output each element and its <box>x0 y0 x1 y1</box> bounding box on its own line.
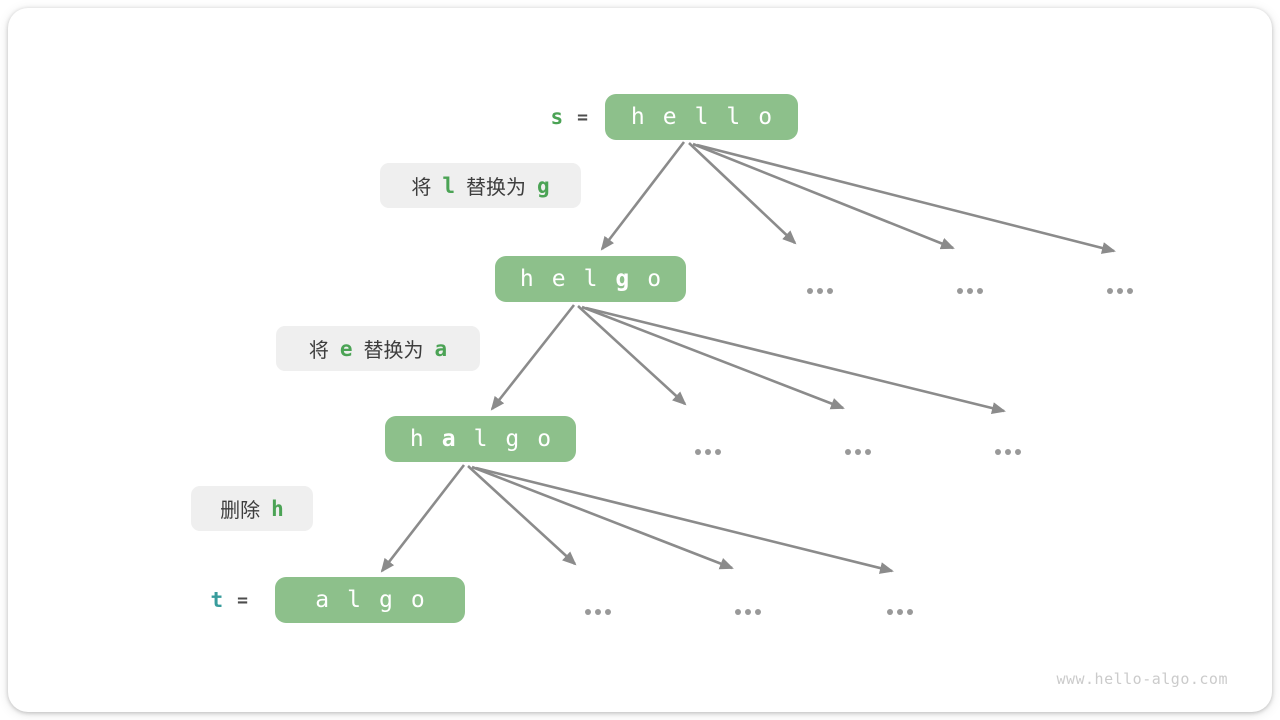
ellipsis-icon <box>695 449 721 455</box>
ellipsis-dot <box>827 288 833 294</box>
op-char: a <box>434 336 448 361</box>
letter: o <box>410 586 425 613</box>
edge-arrow <box>475 466 894 574</box>
edge-arrow <box>688 142 797 245</box>
letter: g <box>379 586 393 613</box>
operation-label-replace-e-a: 将 e 替换为 a <box>276 326 480 371</box>
ellipsis-dot <box>817 288 823 294</box>
operation-label-delete-h: 删除 h <box>191 486 313 531</box>
op-text: 删除 <box>220 500 261 522</box>
letter: h <box>519 265 534 292</box>
op-text: 将 <box>411 177 432 199</box>
node-algo: a l g o <box>275 577 465 623</box>
letter-changed: g <box>615 265 630 292</box>
edge-arrow <box>467 465 577 566</box>
letter: l <box>726 103 741 130</box>
edge-arrow <box>471 465 734 570</box>
op-text: 替换为 <box>363 340 424 362</box>
ellipsis-dot <box>1127 288 1133 294</box>
ellipsis-dot <box>1015 449 1021 455</box>
op-char: l <box>442 173 455 198</box>
equals-sign: = <box>237 589 248 611</box>
op-text: 替换为 <box>466 177 526 199</box>
letter: l <box>583 265 598 292</box>
ellipsis-dot <box>957 288 963 294</box>
ellipsis-dot <box>705 449 711 455</box>
ellipsis-dot <box>745 609 751 615</box>
node-halgo: h a l g o <box>385 416 576 462</box>
ellipsis-dot <box>755 609 761 615</box>
letter: e <box>551 265 566 292</box>
edge-arrow <box>380 464 466 573</box>
ellipsis-dot <box>735 609 741 615</box>
ellipsis-icon <box>1107 288 1133 294</box>
edge-arrow <box>585 306 1006 414</box>
ellipsis-dot <box>977 288 983 294</box>
letter: g <box>505 425 520 452</box>
letter: l <box>694 103 709 130</box>
letter: h <box>409 425 424 452</box>
ellipsis-icon <box>585 609 611 615</box>
edge-arrow <box>600 141 686 251</box>
ellipsis-dot <box>845 449 851 455</box>
ellipsis-icon <box>957 288 983 294</box>
edge-arrow <box>696 143 1116 254</box>
ellipsis-dot <box>605 609 611 615</box>
letter: o <box>647 265 662 292</box>
var-t-name: t <box>210 588 224 612</box>
var-t-prefix: t = <box>148 577 249 623</box>
ellipsis-dot <box>585 609 591 615</box>
op-char: g <box>537 173 550 198</box>
edge-arrow <box>692 142 955 250</box>
ellipsis-dot <box>595 609 601 615</box>
ellipsis-icon <box>807 288 833 294</box>
ellipsis-dot <box>1107 288 1113 294</box>
edge-arrow <box>581 305 845 410</box>
letter: l <box>347 586 361 613</box>
ellipsis-dot <box>715 449 721 455</box>
operation-label-replace-l-g: 将 l 替换为 g <box>380 163 581 208</box>
equals-sign: = <box>577 106 588 128</box>
edge-arrow <box>490 304 576 411</box>
op-char: h <box>271 496 284 521</box>
ellipsis-icon <box>995 449 1021 455</box>
ellipsis-dot <box>865 449 871 455</box>
edge-arrow <box>577 305 687 406</box>
ellipsis-icon <box>735 609 761 615</box>
node-helgo: h e l g o <box>495 256 686 302</box>
ellipsis-dot <box>695 449 701 455</box>
ellipsis-dot <box>897 609 903 615</box>
var-s-prefix: s = <box>478 94 589 140</box>
letter: e <box>662 103 677 130</box>
op-text: 将 <box>308 340 329 362</box>
letter-changed: a <box>441 425 456 452</box>
ellipsis-icon <box>887 609 913 615</box>
letter: l <box>473 425 488 452</box>
var-s-name: s <box>550 105 564 129</box>
ellipsis-dot <box>1117 288 1123 294</box>
letter: h <box>630 103 645 130</box>
letter: a <box>315 586 330 613</box>
letter: o <box>537 425 552 452</box>
ellipsis-dot <box>967 288 973 294</box>
ellipsis-dot <box>907 609 913 615</box>
op-char: e <box>339 336 353 361</box>
ellipsis-dot <box>995 449 1001 455</box>
ellipsis-icon <box>845 449 871 455</box>
ellipsis-dot <box>887 609 893 615</box>
node-hello: h e l l o <box>605 94 798 140</box>
ellipsis-dot <box>855 449 861 455</box>
figure-card: s = h e l l o 将 l 替换为 g h e l g o 将 e <box>8 8 1272 712</box>
ellipsis-dot <box>1005 449 1011 455</box>
watermark: www.hello-algo.com <box>1056 670 1228 688</box>
ellipsis-dot <box>807 288 813 294</box>
letter: o <box>758 103 773 130</box>
